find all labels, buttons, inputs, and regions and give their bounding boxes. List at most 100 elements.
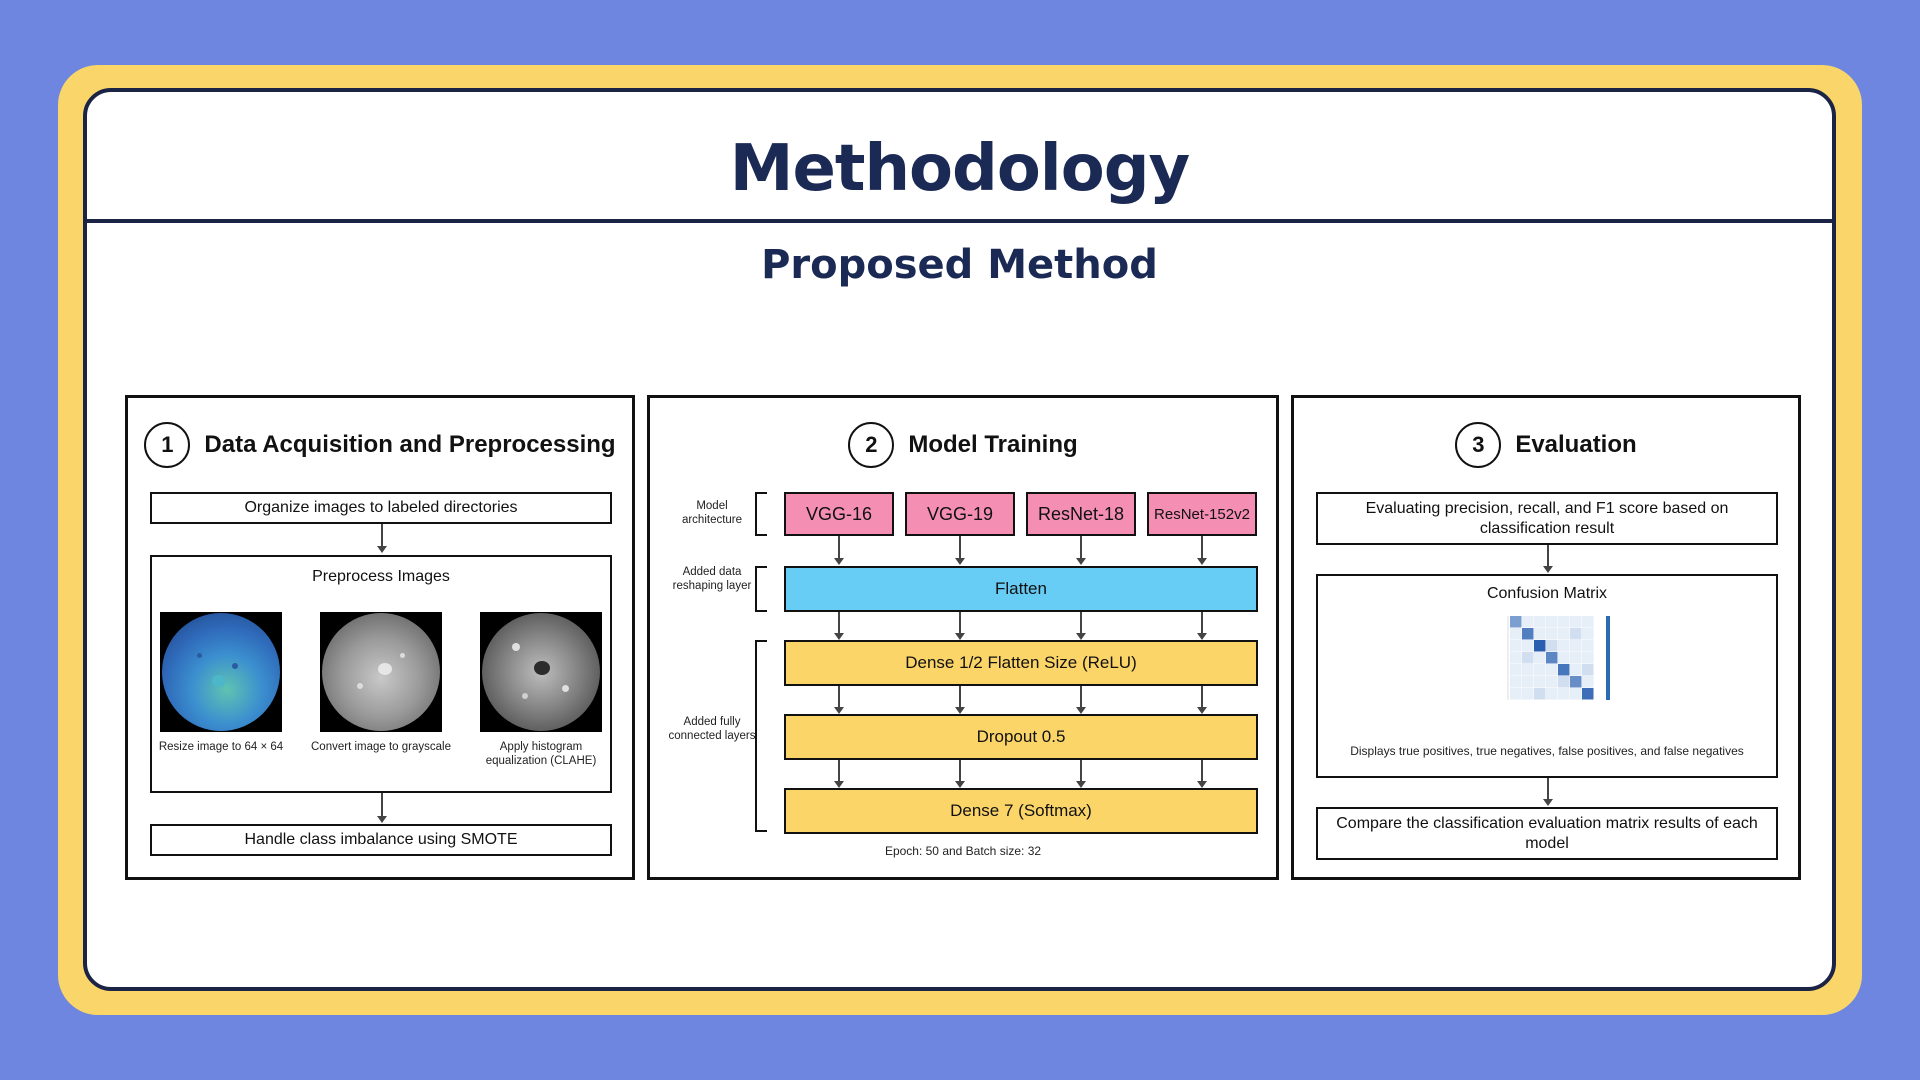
flow-arrow xyxy=(1080,686,1082,708)
flow-arrowhead xyxy=(1076,707,1086,714)
matrix-cell xyxy=(1534,628,1546,640)
flow-arrowhead xyxy=(955,558,965,565)
bracket xyxy=(755,566,767,612)
flow-arrow xyxy=(1201,612,1203,634)
flow-arrow xyxy=(959,686,961,708)
flow-arrowhead xyxy=(834,633,844,640)
optic-disc xyxy=(534,661,550,675)
confusion-matrix-caption: Displays true positives, true negatives,… xyxy=(1350,744,1744,758)
slide-card: Methodology Proposed Method 1 Data Acqui… xyxy=(83,88,1836,991)
page-subtitle: Proposed Method xyxy=(761,242,1158,288)
lesion xyxy=(357,683,363,689)
flow-arrow xyxy=(959,536,961,560)
matrix-cell xyxy=(1582,616,1594,628)
flow-arrow xyxy=(1080,536,1082,560)
matrix-cell xyxy=(1522,628,1534,640)
flow-arrowhead xyxy=(1543,566,1553,573)
flow-arrow xyxy=(838,760,840,782)
training-footnote: Epoch: 50 and Batch size: 32 xyxy=(884,844,1042,858)
flow-arrowhead xyxy=(1076,633,1086,640)
matrix-cell xyxy=(1570,676,1582,688)
panel-model-training: 2 Model Training Model architecture Adde… xyxy=(647,395,1279,880)
matrix-cell xyxy=(1570,664,1582,676)
matrix-cell xyxy=(1582,652,1594,664)
flow-arrow xyxy=(838,536,840,560)
confusion-matrix-heatmap xyxy=(1507,616,1610,700)
organize-images-box: Organize images to labeled directories xyxy=(150,492,612,524)
matrix-cell xyxy=(1570,616,1582,628)
flatten-layer: Flatten xyxy=(784,566,1258,612)
matrix-cell xyxy=(1534,640,1546,652)
flow-arrow xyxy=(959,760,961,782)
step-number: 1 xyxy=(144,422,191,468)
matrix-cell xyxy=(1582,688,1594,700)
lesion xyxy=(512,643,520,651)
matrix-cell xyxy=(1522,664,1534,676)
flow-arrowhead xyxy=(955,781,965,788)
confusion-matrix-box: Confusion Matrix Displays true positives… xyxy=(1316,574,1778,778)
fundus-image xyxy=(482,613,600,731)
matrix-cell xyxy=(1510,640,1522,652)
flow-arrowhead xyxy=(955,707,965,714)
label-fully-connected-layers: Added fully connected layers xyxy=(668,716,756,742)
flow-arrowhead xyxy=(1197,633,1207,640)
matrix-cell xyxy=(1546,652,1558,664)
flow-arrowhead xyxy=(834,558,844,565)
matrix-cell xyxy=(1534,664,1546,676)
flow-arrow xyxy=(381,793,383,817)
panel-header: 1 Data Acquisition and Preprocessing xyxy=(128,420,632,470)
matrix-cell xyxy=(1570,688,1582,700)
metrics-box: Evaluating precision, recall, and F1 sco… xyxy=(1316,492,1778,545)
matrix-cell xyxy=(1510,676,1522,688)
image-caption: Resize image to 64 × 64 xyxy=(158,741,284,753)
panel-title: Data Acquisition and Preprocessing xyxy=(204,431,616,458)
panel-data-acquisition: 1 Data Acquisition and Preprocessing Org… xyxy=(125,395,635,880)
lesion xyxy=(232,663,238,669)
matrix-cell xyxy=(1510,664,1522,676)
lesion xyxy=(562,685,569,692)
matrix-cell xyxy=(1546,664,1558,676)
matrix-cell xyxy=(1582,640,1594,652)
flow-arrowhead xyxy=(377,816,387,823)
matrix-cell xyxy=(1546,676,1558,688)
flow-arrowhead xyxy=(1197,558,1207,565)
matrix-cell xyxy=(1534,652,1546,664)
lesion xyxy=(522,693,528,699)
matrix-cell xyxy=(1582,664,1594,676)
matrix-cell xyxy=(1558,616,1570,628)
lesion xyxy=(400,653,405,658)
flow-arrowhead xyxy=(834,781,844,788)
label-reshaping-layer: Added data reshaping layer xyxy=(672,566,752,592)
matrix-cell xyxy=(1558,664,1570,676)
flow-arrow xyxy=(838,686,840,708)
fundus-image-grayscale xyxy=(320,612,442,732)
panel-evaluation: 3 Evaluation Evaluating precision, recal… xyxy=(1291,395,1801,880)
panel-title: Evaluation xyxy=(1515,431,1637,458)
dropout-layer: Dropout 0.5 xyxy=(784,714,1258,760)
matrix-cell xyxy=(1522,676,1534,688)
lesion xyxy=(197,653,202,658)
preprocess-title: Preprocess Images xyxy=(312,568,450,585)
flow-arrow xyxy=(1080,612,1082,634)
matrix-cell xyxy=(1510,652,1522,664)
preprocess-images-box: Preprocess Images xyxy=(150,555,612,793)
model-resnet152v2: ResNet-152v2 xyxy=(1147,492,1257,536)
matrix-cell xyxy=(1582,628,1594,640)
matrix-cell xyxy=(1522,688,1534,700)
matrix-cell xyxy=(1522,652,1534,664)
compare-results-box: Compare the classification evaluation ma… xyxy=(1316,807,1778,860)
matrix-cell xyxy=(1534,688,1546,700)
matrix-cell xyxy=(1546,640,1558,652)
flow-arrow xyxy=(1201,536,1203,560)
matrix-cell xyxy=(1546,616,1558,628)
flow-arrow xyxy=(1201,760,1203,782)
flow-arrow xyxy=(959,612,961,634)
matrix-cell xyxy=(1582,676,1594,688)
flow-arrowhead xyxy=(1543,799,1553,806)
bracket xyxy=(755,640,767,832)
matrix-cell xyxy=(1510,688,1522,700)
matrix-cell xyxy=(1534,676,1546,688)
matrix-cell xyxy=(1510,628,1522,640)
model-resnet18: ResNet-18 xyxy=(1026,492,1136,536)
matrix-cell xyxy=(1558,688,1570,700)
